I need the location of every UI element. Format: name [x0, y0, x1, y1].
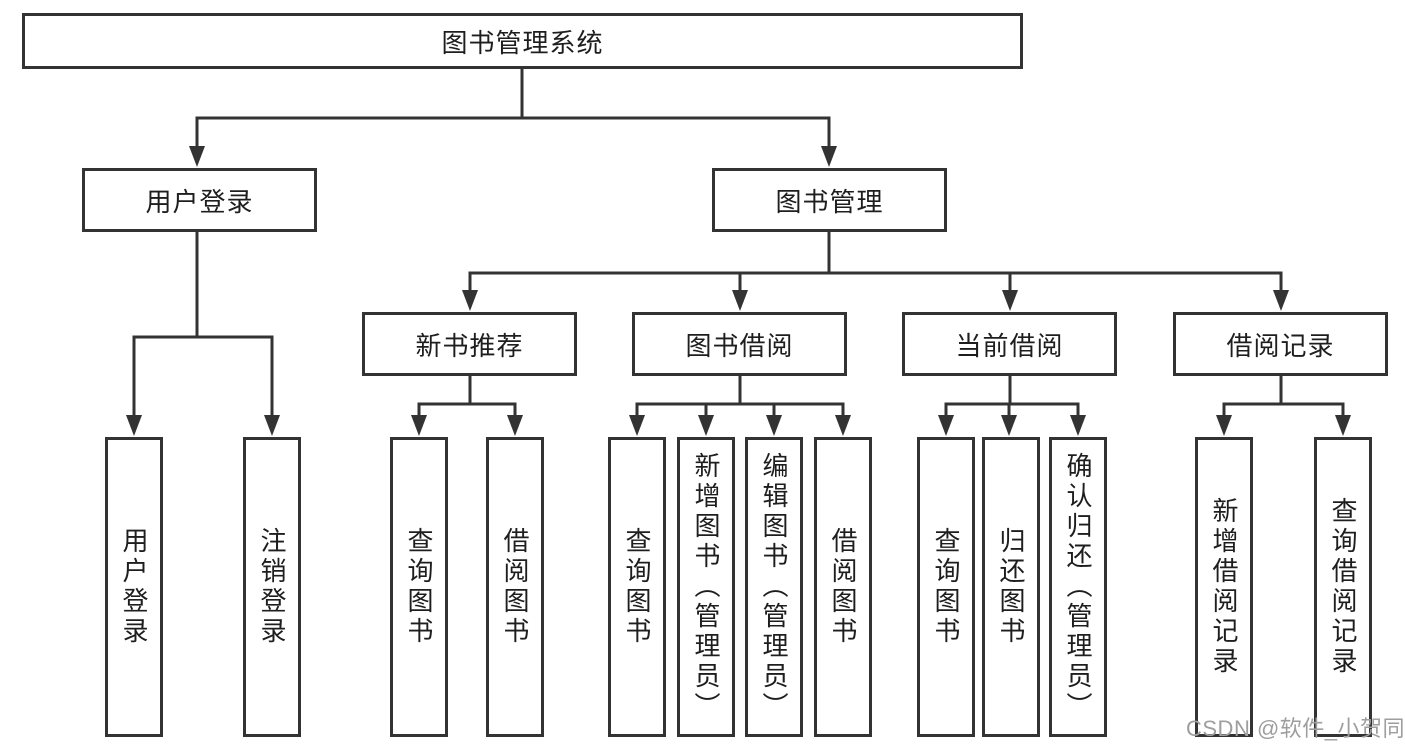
leaf-borrow-books-recommend: 借阅图书	[486, 437, 544, 737]
leaf-label: 查询借阅记录	[1328, 497, 1358, 677]
node-label: 图书借阅	[685, 330, 794, 361]
leaf-label: 用户登录	[119, 527, 149, 647]
leaf-label: 查询图书	[404, 527, 434, 647]
leaf-label: 查询图书	[931, 527, 961, 647]
leaf-label: 借阅图书	[828, 527, 858, 647]
leaf-label: 编辑图书（管理员）	[759, 452, 789, 722]
leaf-query-books-current: 查询图书	[917, 437, 975, 737]
node-root-system: 图书管理系统	[22, 13, 1023, 69]
csdn-watermark: CSDN @软件_小贺同学	[1186, 716, 1405, 741]
leaf-query-books-recommend: 查询图书	[390, 437, 448, 737]
leaf-label: 确认归还（管理员）	[1063, 452, 1093, 722]
leaf-return-books: 归还图书	[982, 437, 1040, 737]
leaf-query-books-borrow: 查询图书	[608, 437, 666, 737]
leaf-logout: 注销登录	[243, 437, 301, 737]
leaf-borrow-books: 借阅图书	[814, 437, 872, 737]
leaf-add-borrow-record: 新增借阅记录	[1195, 437, 1253, 737]
tree-edges	[132, 69, 1345, 419]
leaf-edit-books-admin: 编辑图书（管理员）	[745, 437, 803, 737]
node-borrow-records: 借阅记录	[1173, 312, 1388, 376]
leaf-confirm-return-admin: 确认归还（管理员）	[1049, 437, 1107, 737]
node-current-borrow: 当前借阅	[902, 312, 1117, 376]
node-book-borrow: 图书借阅	[632, 312, 847, 376]
node-user-login: 用户登录	[82, 168, 317, 232]
leaf-label: 注销登录	[257, 527, 287, 647]
leaf-label: 归还图书	[996, 527, 1026, 647]
leaf-label: 新增图书（管理员）	[691, 452, 721, 722]
leaf-label: 借阅图书	[500, 527, 530, 647]
node-book-management: 图书管理	[712, 168, 947, 232]
node-new-book-recommend: 新书推荐	[362, 312, 577, 376]
node-label: 新书推荐	[415, 330, 524, 361]
node-label: 用户登录	[145, 186, 254, 217]
node-label: 图书管理	[775, 186, 884, 217]
leaf-user-login: 用户登录	[105, 437, 163, 737]
leaf-label: 新增借阅记录	[1209, 497, 1239, 677]
leaf-query-borrow-record: 查询借阅记录	[1314, 437, 1372, 737]
leaf-add-books-admin: 新增图书（管理员）	[677, 437, 735, 737]
arrowheads	[126, 146, 1351, 436]
node-label: 当前借阅	[955, 330, 1064, 361]
node-label: 图书管理系统	[441, 27, 604, 58]
node-label: 借阅记录	[1226, 330, 1335, 361]
leaf-label: 查询图书	[622, 527, 652, 647]
